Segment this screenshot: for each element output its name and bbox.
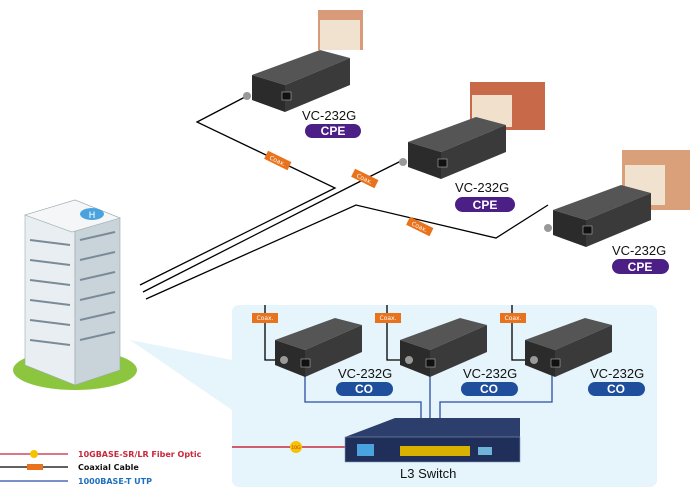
svg-text:Coax.: Coax. bbox=[410, 220, 428, 234]
switch-label: L3 Switch bbox=[400, 466, 456, 481]
svg-text:Coax.: Coax. bbox=[380, 315, 397, 322]
cpe-device-3 bbox=[544, 185, 651, 247]
co-1-badge bbox=[336, 382, 393, 396]
svg-text:Coax.: Coax. bbox=[355, 172, 373, 186]
co-3-role: CO bbox=[607, 382, 625, 396]
co-2-role: CO bbox=[480, 382, 498, 396]
legend: 10GBASE-SR/LR Fiber Optic Coaxial Cable … bbox=[0, 450, 202, 486]
svg-text:H: H bbox=[89, 211, 96, 221]
co-device-2 bbox=[400, 318, 487, 377]
svg-text:Coax.: Coax. bbox=[505, 315, 522, 322]
fiber-10g-marker bbox=[290, 441, 302, 453]
cpe-1-badge bbox=[305, 124, 361, 138]
cpe-1-role: CPE bbox=[321, 124, 346, 138]
panel-pointer bbox=[130, 340, 232, 410]
co-3-model: VC-232G bbox=[590, 366, 644, 381]
cpe-3-role: CPE bbox=[628, 260, 653, 274]
cpe-2-role: CPE bbox=[473, 198, 498, 212]
utp-lines bbox=[304, 372, 553, 418]
cpe-2-badge bbox=[455, 197, 515, 212]
cpe-device-2 bbox=[399, 117, 506, 179]
office-tower-building: H bbox=[13, 199, 137, 390]
cpe-3-model: VC-232G bbox=[612, 243, 666, 258]
cpe-1-model: VC-232G bbox=[302, 108, 356, 123]
cpe-device-1 bbox=[243, 50, 350, 112]
svg-text:Coax.: Coax. bbox=[268, 154, 286, 168]
co-device-1 bbox=[275, 318, 362, 377]
coax-tags: Coax. Coax. Coax. Coax. Coax. Coax. bbox=[252, 150, 526, 323]
co-1-model: VC-232G bbox=[338, 366, 392, 381]
co-3-badge bbox=[588, 382, 645, 396]
cpe-2-model: VC-232G bbox=[455, 180, 509, 195]
legend-utp: 1000BASE-T UTP bbox=[78, 477, 152, 486]
svg-text:Coax.: Coax. bbox=[257, 315, 274, 322]
co-2-badge bbox=[461, 382, 518, 396]
house-1 bbox=[318, 10, 363, 50]
co-1-role: CO bbox=[355, 382, 373, 396]
l3-switch bbox=[344, 418, 521, 463]
legend-fiber: 10GBASE-SR/LR Fiber Optic bbox=[78, 450, 202, 459]
fiber-tag: 10G bbox=[291, 445, 301, 451]
co-2-model: VC-232G bbox=[463, 366, 517, 381]
legend-coax: Coaxial Cable bbox=[78, 463, 139, 472]
co-device-3 bbox=[525, 318, 612, 377]
cpe-3-badge bbox=[612, 259, 669, 274]
